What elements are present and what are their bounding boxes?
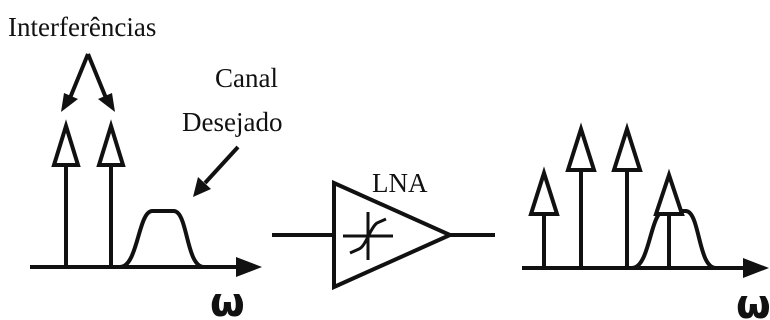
output-tone-2 [565, 122, 597, 268]
desired-channel-label-line2: Desejado [182, 107, 282, 137]
omega-label-input: ω [210, 280, 245, 320]
pointer-arrow-left-head [61, 93, 78, 112]
desired-channel-label-line1: Canal [215, 63, 278, 93]
nonlinearity-icon-curve [349, 217, 387, 255]
desired-channel-pointer-head [193, 177, 211, 197]
interferer-tone-1 [51, 119, 81, 267]
interference-pointer-arrows [61, 53, 115, 112]
lna-label: LNA [372, 168, 428, 198]
output-tone-3-head [611, 122, 643, 172]
lna-amplifier: LNA [272, 168, 495, 291]
output-tone-2-head [565, 122, 597, 172]
output-tone-4 [653, 168, 685, 268]
interferences-label: Interferências [8, 12, 156, 42]
interferer-tone-1-head [51, 119, 81, 167]
desired-channel-band [119, 209, 205, 269]
desired-channel-pointer [193, 145, 240, 197]
pointer-arrow-left-shaft [68, 53, 90, 99]
nonlinearity-icon [343, 212, 393, 260]
frequency-axis-output-arrowhead [743, 258, 769, 278]
desired-channel-band-output [631, 209, 717, 270]
output-tone-1 [528, 166, 560, 268]
output-tone-4-head [653, 168, 685, 216]
desired-channel-pointer-shaft [203, 145, 240, 185]
interferer-tone-2 [96, 119, 126, 267]
interferer-tone-2-head [96, 119, 126, 167]
output-tone-1-head [528, 166, 560, 216]
omega-label-output: ω [736, 282, 770, 320]
pointer-arrow-right-shaft [86, 53, 108, 99]
output-tone-3 [611, 122, 643, 268]
input-spectrum: Interferências Canal Desejado [8, 12, 282, 320]
frequency-axis-input-arrowhead [236, 257, 262, 277]
pointer-arrow-right-head [98, 93, 115, 112]
output-spectrum: ω [522, 122, 770, 320]
